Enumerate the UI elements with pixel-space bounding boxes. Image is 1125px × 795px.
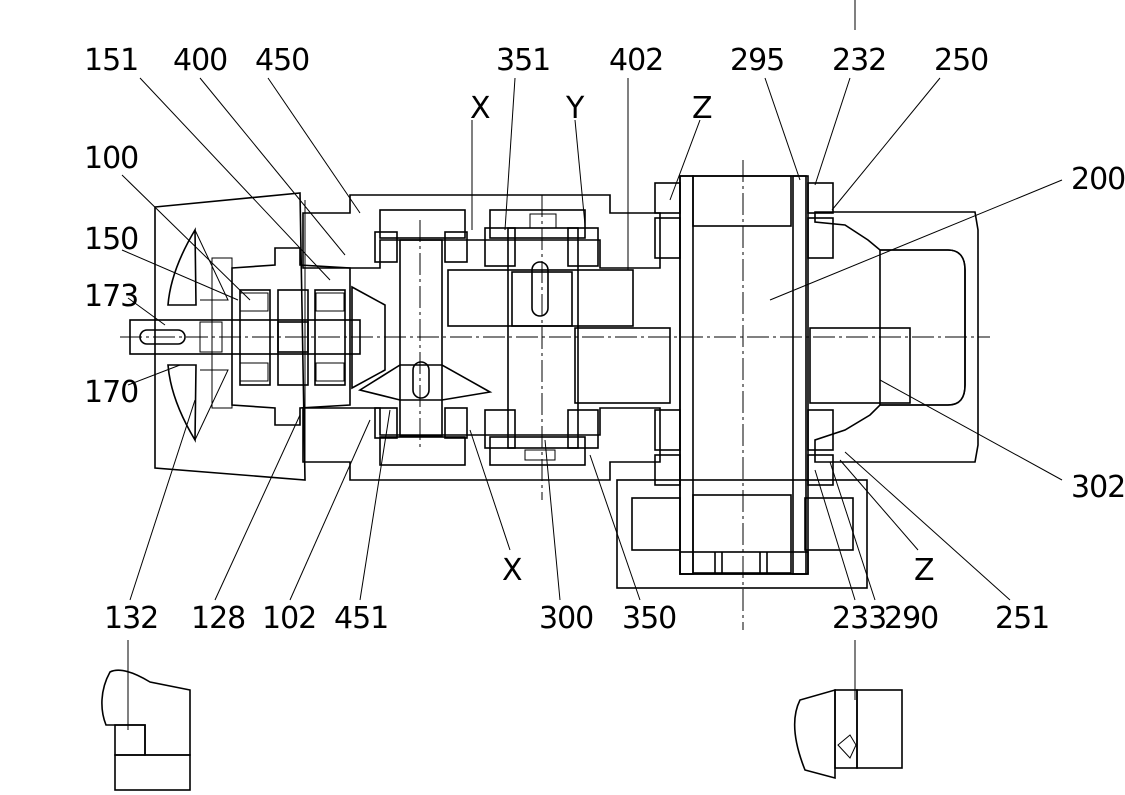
label-302: 302	[1071, 470, 1125, 505]
section-mark-x-bottom: X	[502, 553, 522, 588]
section-mark-y-top: Y	[565, 91, 585, 126]
detail-inset-left	[101, 640, 191, 791]
center-lines	[120, 160, 990, 630]
intermediate-shaft	[357, 239, 493, 437]
label-200: 200	[1071, 162, 1125, 197]
reference-labels: 151 400 450 351 402 295 232 250 200 100 …	[84, 43, 1125, 636]
detail-inset-right	[793, 640, 903, 780]
label-290: 290	[884, 601, 938, 636]
main-housing	[302, 194, 661, 481]
output-coupling	[574, 327, 911, 404]
label-128: 128	[191, 601, 245, 636]
label-170: 170	[84, 375, 138, 410]
section-mark-z-bottom: Z	[914, 553, 934, 588]
fan-cover	[154, 192, 306, 481]
section-mark-x-top: X	[470, 91, 490, 126]
bevel-pinion	[351, 285, 386, 390]
label-151: 151	[84, 43, 138, 78]
label-173: 173	[84, 279, 138, 314]
output-pinion-shaft	[484, 213, 599, 461]
label-451: 451	[334, 601, 388, 636]
section-mark-z-top: Z	[692, 91, 712, 126]
label-232: 232	[832, 43, 886, 78]
label-132: 132	[104, 601, 158, 636]
label-100: 100	[84, 141, 138, 176]
intermediate-shaft-bearings	[374, 231, 468, 439]
label-251: 251	[995, 601, 1049, 636]
label-450: 450	[255, 43, 309, 78]
label-233: 233	[832, 601, 886, 636]
label-300: 300	[539, 601, 593, 636]
label-400: 400	[173, 43, 227, 78]
hollow-output-shaft	[654, 175, 834, 575]
label-402: 402	[609, 43, 663, 78]
spur-gear	[447, 269, 634, 327]
label-102: 102	[262, 601, 316, 636]
label-150: 150	[84, 222, 138, 257]
leader-lines	[121, 0, 1063, 601]
label-250: 250	[934, 43, 988, 78]
output-arm-housing	[814, 211, 979, 463]
label-350: 350	[622, 601, 676, 636]
label-295: 295	[730, 43, 784, 78]
label-351: 351	[496, 43, 550, 78]
clamp-block	[616, 479, 868, 589]
